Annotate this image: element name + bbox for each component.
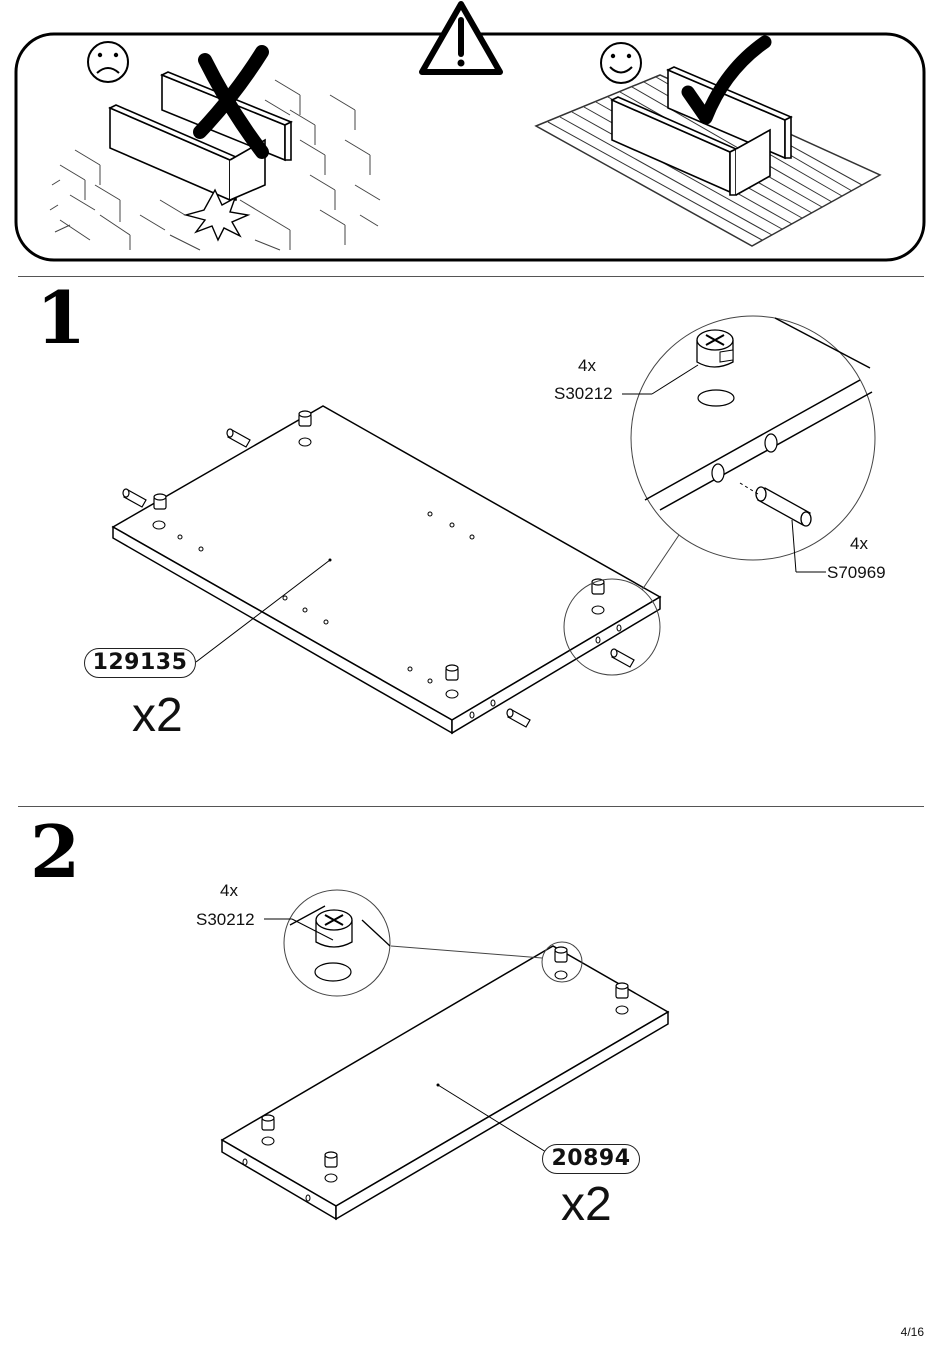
- step2-panel-code: 20894: [542, 1144, 640, 1174]
- step2-cam-code: S30212: [196, 910, 255, 930]
- step2-multiplier: x2: [561, 1181, 612, 1229]
- detail-circle-step2: [284, 890, 390, 996]
- step2-cam-qty: 4x: [216, 881, 242, 901]
- page-number: 4/16: [901, 1325, 924, 1339]
